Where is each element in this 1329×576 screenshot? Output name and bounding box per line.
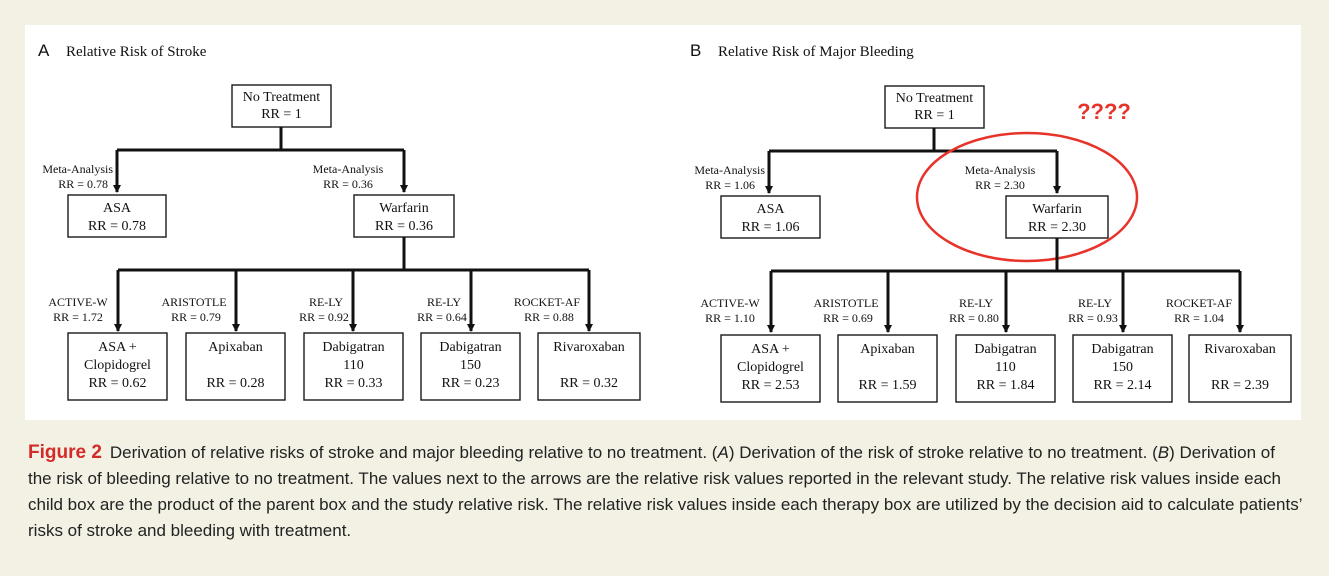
asa-arrow-rr: RR = 1.06: [705, 178, 755, 192]
study-rr: RR = 0.80: [949, 311, 999, 325]
therapy-name: ASA +: [98, 340, 137, 355]
study-name: ROCKET-AF: [1166, 296, 1233, 310]
therapy-rr: RR = 2.39: [1211, 378, 1269, 393]
panel-b-title: Relative Risk of Major Bleeding: [718, 44, 914, 60]
asa-box: [720, 195, 821, 239]
warfarin-arrow-rr: RR = 0.36: [323, 177, 373, 191]
asa-rr: RR = 1.06: [741, 220, 799, 235]
therapy-box: [303, 332, 404, 401]
no-treatment-rr: RR = 1: [914, 108, 955, 123]
no-treatment-box: [231, 84, 332, 128]
therapy-box: [537, 332, 641, 401]
therapy-rr: RR = 0.32: [560, 376, 618, 391]
no-treatment-rr: RR = 1: [261, 107, 302, 122]
therapy-rr: RR = 0.23: [441, 376, 499, 391]
warfarin-rr: RR = 0.36: [375, 219, 433, 234]
therapy-name-2: 150: [460, 358, 481, 373]
panel-b-letter: B: [690, 41, 701, 60]
caption-text-2: ) Derivation of the risk of stroke relat…: [728, 443, 1158, 462]
warfarin-arrow-rr: RR = 2.30: [975, 178, 1025, 192]
asa-rr: RR = 0.78: [88, 219, 146, 234]
therapy-name: Dabigatran: [439, 340, 501, 355]
therapy-box: [1188, 334, 1292, 403]
figure-label: Figure 2: [28, 442, 102, 463]
therapy-name-2: 110: [343, 358, 363, 373]
figure-caption: Figure 2 Derivation of relative risks of …: [28, 440, 1303, 544]
therapy-name: Dabigatran: [322, 340, 384, 355]
therapy-rr: RR = 0.33: [324, 376, 382, 391]
study-rr: RR = 0.92: [299, 310, 349, 324]
therapy-rr: RR = 1.84: [976, 378, 1034, 393]
therapy-rr: RR = 0.62: [88, 376, 146, 391]
therapy-name: Dabigatran: [974, 342, 1036, 357]
no-treatment-box: [884, 85, 985, 129]
study-rr: RR = 1.72: [53, 310, 103, 324]
therapy-name-2: 110: [995, 360, 1015, 375]
caption-ref-a: A: [717, 443, 729, 462]
therapy-name-2: 150: [1112, 360, 1133, 375]
warfarin-rr: RR = 2.30: [1028, 220, 1086, 235]
therapy-box: [420, 332, 521, 401]
therapy-box: [1072, 334, 1173, 403]
asa-arrow-label: Meta-Analysis: [42, 162, 113, 176]
therapy-name: Apixaban: [860, 342, 914, 357]
warfarin-label: Warfarin: [379, 201, 428, 216]
warfarin-arrow-label: Meta-Analysis: [965, 163, 1036, 177]
study-rr: RR = 1.10: [705, 311, 755, 325]
caption-text-1: Derivation of relative risks of stroke a…: [109, 443, 718, 462]
warfarin-box: [1005, 195, 1109, 239]
asa-arrow-label: Meta-Analysis: [694, 163, 765, 177]
therapy-box: [67, 332, 168, 401]
therapy-box: [720, 334, 821, 403]
therapy-name: Rivaroxaban: [553, 340, 625, 355]
study-rr: RR = 0.69: [823, 311, 873, 325]
study-name: ACTIVE-W: [48, 295, 108, 309]
therapy-rr: RR = 2.53: [741, 378, 799, 393]
question-annotation: ????: [1077, 99, 1131, 124]
diagram-canvas: A Relative Risk of Stroke No Treatment R…: [38, 41, 1292, 403]
therapy-name: Dabigatran: [1091, 342, 1153, 357]
asa-arrow-rr: RR = 0.78: [58, 177, 108, 191]
study-name: ACTIVE-W: [700, 296, 760, 310]
study-name: RE-LY: [427, 295, 461, 309]
study-rr: RR = 0.88: [524, 310, 574, 324]
therapy-name: ASA +: [751, 342, 790, 357]
study-name: ARISTOTLE: [161, 295, 226, 309]
asa-box: [67, 194, 167, 238]
warfarin-label: Warfarin: [1032, 202, 1081, 217]
study-name: ARISTOTLE: [813, 296, 878, 310]
caption-text-3: ) Derivation of the risk of bleeding rel…: [28, 443, 1302, 540]
asa-label: ASA: [103, 201, 132, 216]
study-name: RE-LY: [309, 295, 343, 309]
study-name: RE-LY: [1078, 296, 1112, 310]
panel-b: B Relative Risk of Major Bleeding No Tre…: [690, 41, 1292, 403]
no-treatment-label: No Treatment: [896, 91, 974, 106]
therapy-name-2: Clopidogrel: [84, 358, 151, 373]
caption-ref-b: B: [1157, 443, 1170, 462]
therapy-rr: RR = 2.14: [1093, 378, 1151, 393]
warfarin-arrow-label: Meta-Analysis: [313, 162, 384, 176]
therapy-box: [185, 332, 286, 401]
panel-a: A Relative Risk of Stroke No Treatment R…: [38, 41, 641, 401]
highlight-ellipse: [915, 131, 1139, 263]
study-rr: RR = 1.04: [1174, 311, 1224, 325]
study-rr: RR = 0.93: [1068, 311, 1118, 325]
study-name: ROCKET-AF: [514, 295, 581, 309]
warfarin-box: [353, 194, 455, 238]
therapy-name-2: Clopidogrel: [737, 360, 804, 375]
study-rr: RR = 0.64: [417, 310, 467, 324]
therapy-name: Apixaban: [208, 340, 262, 355]
therapy-box: [837, 334, 938, 403]
asa-label: ASA: [756, 202, 785, 217]
therapy-rr: RR = 0.28: [206, 376, 264, 391]
panel-a-letter: A: [38, 41, 50, 60]
therapy-name: Rivaroxaban: [1204, 342, 1276, 357]
therapy-box: [955, 334, 1056, 403]
panel-a-title: Relative Risk of Stroke: [66, 44, 207, 60]
study-name: RE-LY: [959, 296, 993, 310]
no-treatment-label: No Treatment: [243, 90, 321, 105]
study-rr: RR = 0.79: [171, 310, 221, 324]
therapy-rr: RR = 1.59: [858, 378, 916, 393]
